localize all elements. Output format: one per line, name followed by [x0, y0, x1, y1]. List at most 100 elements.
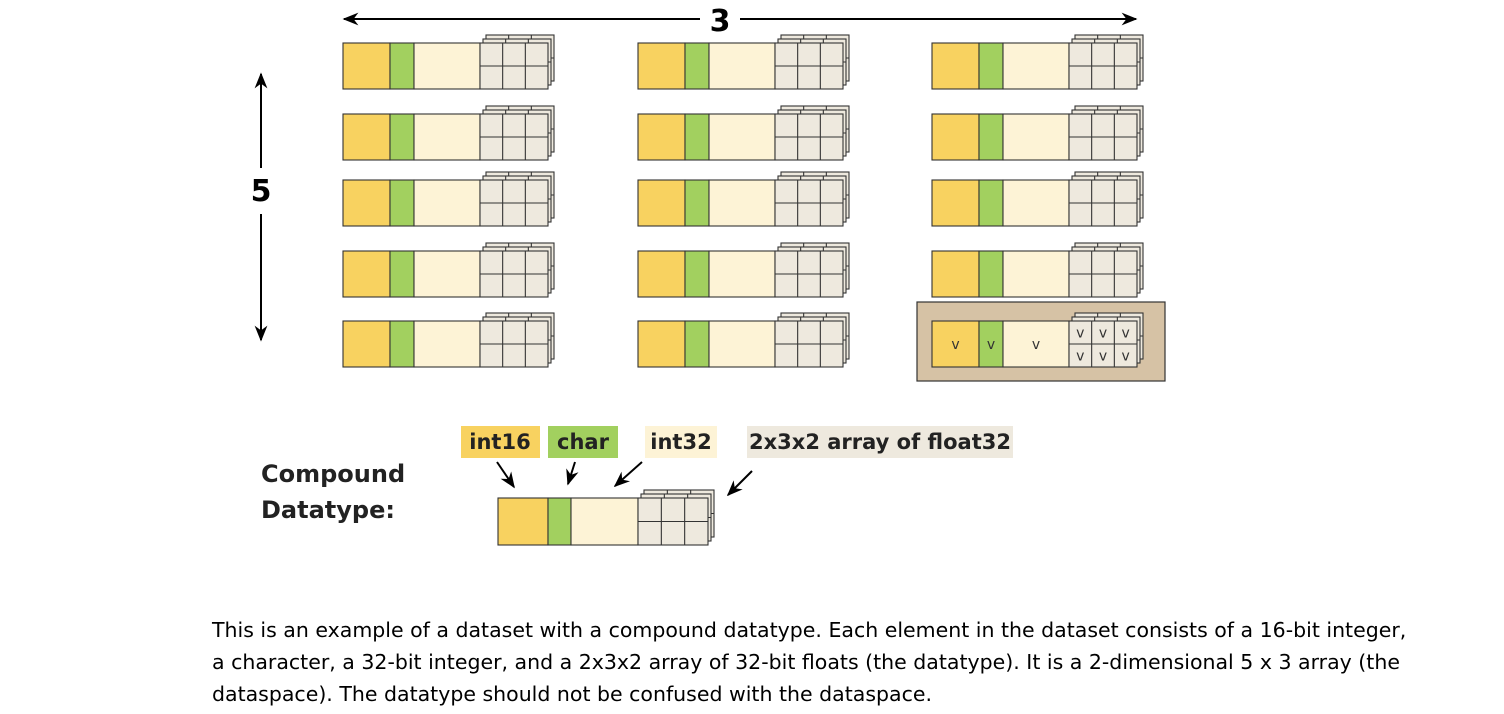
int32-legend-label: int32 — [650, 430, 711, 454]
char-field — [389, 250, 415, 298]
int32-field — [413, 320, 481, 368]
float32-array-block — [774, 242, 850, 298]
dataset-element — [342, 242, 555, 298]
int16-field — [342, 113, 391, 161]
dataset-element — [931, 34, 1144, 90]
int32-field — [1002, 250, 1070, 298]
dataset-element — [342, 34, 555, 90]
dataset-element — [342, 312, 555, 368]
int32-legend-swatch — [645, 426, 717, 458]
int32-field — [413, 179, 481, 227]
char-field — [684, 179, 710, 227]
int16-field — [342, 179, 391, 227]
float32-array-block — [774, 171, 850, 227]
float32-array-block — [479, 171, 555, 227]
int32-field — [708, 250, 776, 298]
char-field — [389, 113, 415, 161]
int16-legend-swatch — [461, 426, 540, 458]
int32-pointer-arrow — [613, 461, 643, 488]
char-field — [978, 113, 1004, 161]
dataset-element — [931, 171, 1144, 227]
float32-array-block — [1068, 171, 1144, 227]
compound-datatype-example — [497, 489, 715, 546]
dataset-element — [931, 105, 1144, 161]
int16-field — [637, 42, 686, 90]
float32-array-block — [479, 312, 555, 368]
int16-field — [931, 320, 980, 368]
float32-array-block — [1068, 34, 1144, 90]
int32-field — [1002, 179, 1070, 227]
int16-field — [497, 497, 549, 546]
int32-field — [708, 42, 776, 90]
legend-compound-element — [497, 489, 715, 546]
array-value-marker: v — [1122, 326, 1130, 342]
char-legend-swatch — [548, 426, 618, 458]
float32-array-block — [774, 105, 850, 161]
char-value-marker: v — [987, 337, 995, 353]
int32-field — [1002, 320, 1070, 368]
array-value-marker: v — [1076, 349, 1084, 365]
int16-field — [637, 320, 686, 368]
rows-dimension: 5 — [251, 72, 272, 342]
int16-field — [931, 179, 980, 227]
int32-field — [1002, 113, 1070, 161]
char-field — [547, 497, 572, 546]
float32-array-block — [479, 34, 555, 90]
char-field — [389, 320, 415, 368]
int16-field — [637, 113, 686, 161]
dataset-element — [637, 105, 850, 161]
array-pointer-arrow — [726, 470, 753, 497]
int32-field — [413, 250, 481, 298]
char-legend-label: char — [557, 430, 610, 454]
array-legend-swatch — [747, 426, 1013, 458]
array-legend-label: 2x3x2 array of float32 — [749, 430, 1011, 454]
float32-array-block — [774, 312, 850, 368]
rows-count-label: 5 — [251, 174, 272, 209]
float32-array-block — [479, 242, 555, 298]
char-field — [684, 42, 710, 90]
int16-value-marker: v — [951, 337, 959, 353]
int16-field — [931, 42, 980, 90]
int32-field — [708, 179, 776, 227]
compound-label-line1: Compound — [261, 460, 405, 488]
compound-label-line2: Datatype: — [261, 496, 395, 524]
int16-field — [637, 179, 686, 227]
int32-value-marker: v — [1032, 337, 1040, 353]
dataset-element — [342, 171, 555, 227]
char-field — [978, 42, 1004, 90]
int16-field — [637, 250, 686, 298]
char-field — [978, 179, 1004, 227]
float32-array-block — [637, 489, 715, 546]
compound-datatype-legend: Compound Datatype: int16 char int32 2x3x… — [261, 426, 1013, 546]
dataset-element — [342, 105, 555, 161]
array-value-marker: v — [1099, 349, 1107, 365]
dataset-element — [637, 171, 850, 227]
int32-field — [570, 497, 639, 546]
char-field — [978, 250, 1004, 298]
int16-field — [931, 250, 980, 298]
int16-field — [342, 320, 391, 368]
float32-array-block — [1068, 105, 1144, 161]
array-value-marker: v — [1122, 349, 1130, 365]
columns-dimension: 3 — [342, 4, 1138, 39]
float32-array-block — [479, 105, 555, 161]
char-field — [389, 42, 415, 90]
int16-field — [342, 42, 391, 90]
diagram-caption: This is an example of a dataset with a c… — [212, 618, 1407, 706]
dataset-element — [637, 312, 850, 368]
char-field — [389, 179, 415, 227]
int32-field — [708, 113, 776, 161]
int16-field — [931, 113, 980, 161]
char-field — [684, 250, 710, 298]
int32-field — [1002, 42, 1070, 90]
char-field — [684, 320, 710, 368]
char-field — [684, 113, 710, 161]
int16-field — [342, 250, 391, 298]
dataset-element — [637, 34, 850, 90]
float32-array-block — [1068, 242, 1144, 298]
int16-legend-label: int16 — [469, 430, 530, 454]
